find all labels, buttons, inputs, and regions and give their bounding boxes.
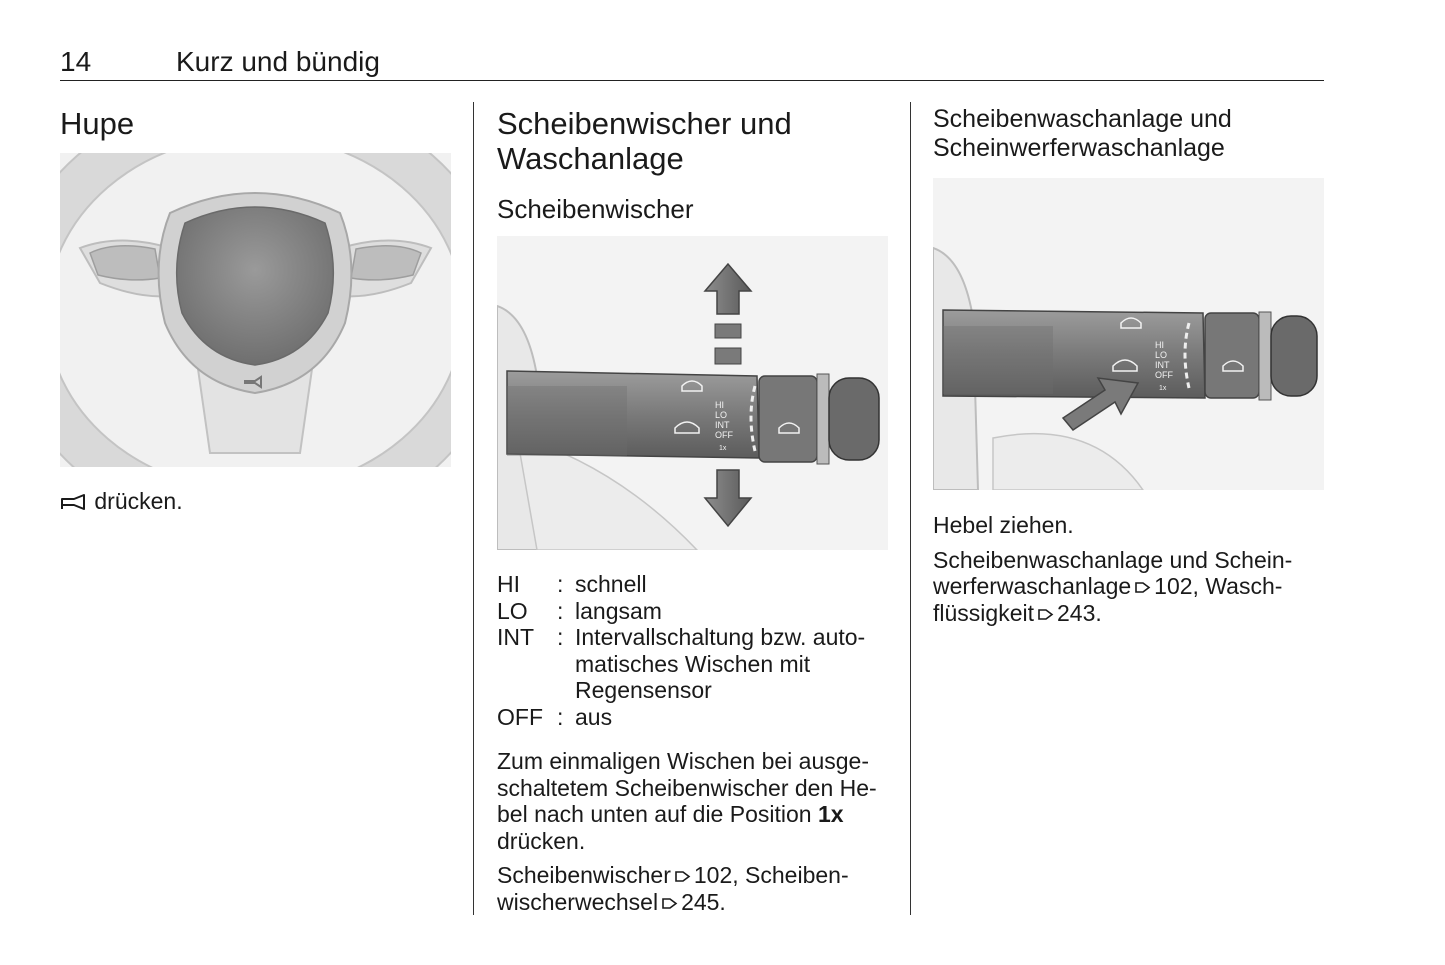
definition-desc: langsam <box>575 597 662 624</box>
definition-desc-line: matisches Wischen mit <box>575 650 811 677</box>
lever-label-hi: HI <box>715 400 724 410</box>
washer-heading-line2: Scheinwerferwaschanlage <box>933 134 1225 162</box>
paragraph-line: schaltetem Scheibenwischer den He- <box>497 774 877 801</box>
rear-wiper-symbol-icon <box>778 422 800 434</box>
page-reference-arrow-icon <box>1038 608 1054 620</box>
horn-icon <box>61 494 85 510</box>
ref-page-link[interactable]: 243. <box>1056 599 1102 626</box>
lever-label-lo: LO <box>715 410 727 420</box>
ref-text: wischerwechsel <box>497 888 659 915</box>
paragraph-line: bel nach unten auf die Position <box>497 801 818 827</box>
chapter-title: Kurz und bündig <box>176 46 380 77</box>
lever-label-1x: 1x <box>1159 385 1167 392</box>
ref-page-link[interactable]: 102, Scheiben- <box>693 862 849 888</box>
wiper-heading-line1: Scheibenwischer und <box>497 106 792 141</box>
definition-term: OFF <box>497 703 543 730</box>
page-reference-arrow-icon <box>1135 582 1151 593</box>
hupe-heading: Hupe <box>60 106 135 141</box>
lever-label-off: OFF <box>1155 370 1173 380</box>
wiper-lever-drawing: HI LO INT OFF 1x <box>497 236 888 550</box>
lever-label-int: INT <box>1155 360 1170 370</box>
washer-symbol-icon <box>1120 317 1142 329</box>
pull-lever-text: Hebel ziehen. <box>933 512 1074 538</box>
washer-heading: Scheibenwaschanlage und Scheinwerferwasc… <box>933 105 1325 163</box>
wiper-lever-illustration: HI LO INT OFF 1x <box>497 236 888 550</box>
ref-page-link[interactable]: 245. <box>681 888 726 915</box>
horn-instruction-text: drücken. <box>94 488 183 514</box>
definition-row-hi: HI : schnell <box>497 571 885 598</box>
paragraph-line: drücken. <box>497 827 586 854</box>
washer-references: Scheibenwaschanlage und Schein- werferwa… <box>933 547 1325 627</box>
single-wipe-paragraph: Zum einmaligen Wischen bei ausge- schalt… <box>497 748 897 915</box>
definition-colon: : <box>557 703 564 730</box>
definition-desc-line: Intervallschaltung bzw. auto- <box>575 624 866 650</box>
lever-label-1x: 1x <box>719 445 727 452</box>
wiper-positions-list: HI : schnell LO : langsam INT : Interval… <box>497 571 885 730</box>
paragraph-line: Zum einmaligen Wischen bei ausge- <box>497 748 870 774</box>
page-number: 14 <box>60 46 92 77</box>
washer-heading-line1: Scheibenwaschanlage und <box>933 105 1232 133</box>
steering-wheel-drawing <box>60 153 451 467</box>
definition-row-int: INT : Intervallschaltung bzw. auto- mati… <box>497 624 885 704</box>
wiper-references: Scheibenwischer 102, Scheiben- wischerwec… <box>497 862 897 915</box>
definition-term: HI <box>497 571 520 597</box>
paragraph-line: Scheibenwaschanlage und Schein- <box>933 546 1293 573</box>
definition-desc: aus <box>575 703 613 730</box>
washer-lever-illustration: HI LO INT OFF 1x <box>933 178 1324 490</box>
horn-instruction: drücken. <box>60 488 183 515</box>
wiper-heading-line2: Waschanlage <box>497 141 684 176</box>
lever-label-off: OFF <box>715 430 733 440</box>
definition-colon: : <box>557 624 564 650</box>
definition-term: INT <box>497 624 535 650</box>
lever-label-int: INT <box>715 420 730 430</box>
wiper-subheading: Scheibenwischer <box>497 194 694 224</box>
ref-text: werferwaschanlage <box>933 573 1132 599</box>
column-divider <box>910 102 911 915</box>
page-reference-arrow-icon <box>662 897 678 909</box>
lever-label-hi: HI <box>1155 340 1164 350</box>
column-divider <box>473 102 474 915</box>
page-header: 14 Kurz und bündig <box>60 46 1324 81</box>
ref-page-link[interactable]: 102, Wasch- <box>1154 573 1283 599</box>
rear-wiper-symbol-icon <box>1222 360 1244 372</box>
ref-text: Scheibenwischer <box>497 862 671 888</box>
washer-symbol-icon <box>681 380 703 392</box>
definition-desc: schnell <box>575 571 647 597</box>
washer-text: Hebel ziehen. Scheibenwaschanlage und Sc… <box>933 512 1325 626</box>
definition-colon: : <box>557 597 564 624</box>
page-reference-arrow-icon <box>675 871 691 882</box>
washer-lever-drawing: HI LO INT OFF 1x <box>933 178 1324 490</box>
definition-row-lo: LO : langsam <box>497 598 885 625</box>
definition-term: LO <box>497 597 528 624</box>
wiper-heading: Scheibenwischer und Waschanlage <box>497 106 889 176</box>
definition-colon: : <box>557 571 564 597</box>
steering-wheel-illustration <box>60 153 451 467</box>
definition-desc: Intervallschaltung bzw. auto- matisches … <box>575 624 885 704</box>
definition-row-off: OFF : aus <box>497 704 885 731</box>
wiper-symbol-icon <box>674 421 700 434</box>
lever-label-lo: LO <box>1155 350 1167 360</box>
ref-text: flüssigkeit <box>933 599 1034 626</box>
position-1x: 1x <box>817 801 844 827</box>
definition-desc-line: Regensensor <box>575 677 712 703</box>
wiper-symbol-icon <box>1112 359 1138 372</box>
